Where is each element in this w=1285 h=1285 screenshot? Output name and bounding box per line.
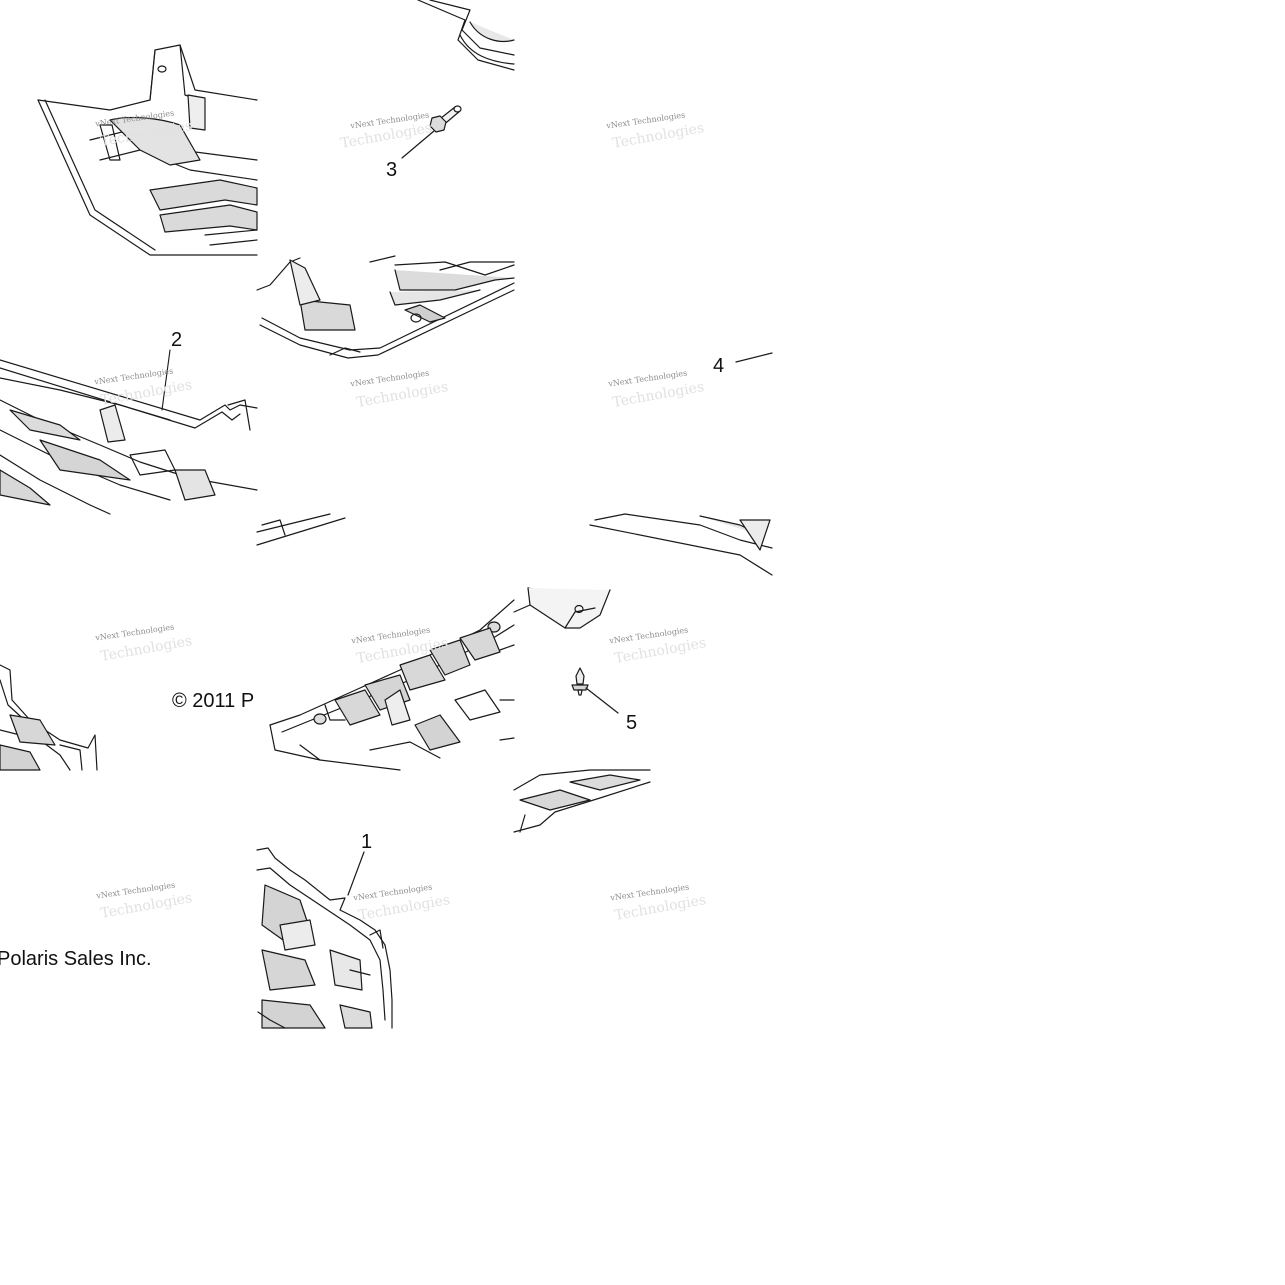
skid-plate-fragment-b bbox=[589, 513, 773, 576]
skid-plate-nose bbox=[256, 847, 393, 1029]
skid-plate-left-front bbox=[37, 44, 258, 256]
skid-plate-left-rear bbox=[0, 664, 98, 771]
bolt-part-3 bbox=[401, 105, 462, 159]
skid-plate-corner-top bbox=[417, 0, 515, 71]
skid-plate-fragment-a bbox=[256, 513, 346, 546]
skid-plate-center-lower bbox=[269, 599, 515, 771]
callout-5: 5 bbox=[626, 712, 638, 734]
bracket bbox=[513, 587, 611, 629]
copyright-text-end: Polaris Sales Inc. bbox=[0, 948, 152, 970]
copyright-text-start: © 2011 P bbox=[172, 690, 255, 712]
skid-plate-left-middle bbox=[0, 349, 258, 515]
callout-2: 2 bbox=[171, 329, 183, 351]
callout-1: 1 bbox=[361, 831, 373, 853]
skid-plate-center-upper bbox=[256, 255, 515, 359]
callout-3: 3 bbox=[386, 159, 398, 181]
callout-4-leader bbox=[735, 352, 773, 363]
skid-plate-fragment-c bbox=[513, 769, 651, 833]
callout-4: 4 bbox=[713, 355, 725, 377]
push-rivet-part-5 bbox=[571, 667, 619, 714]
